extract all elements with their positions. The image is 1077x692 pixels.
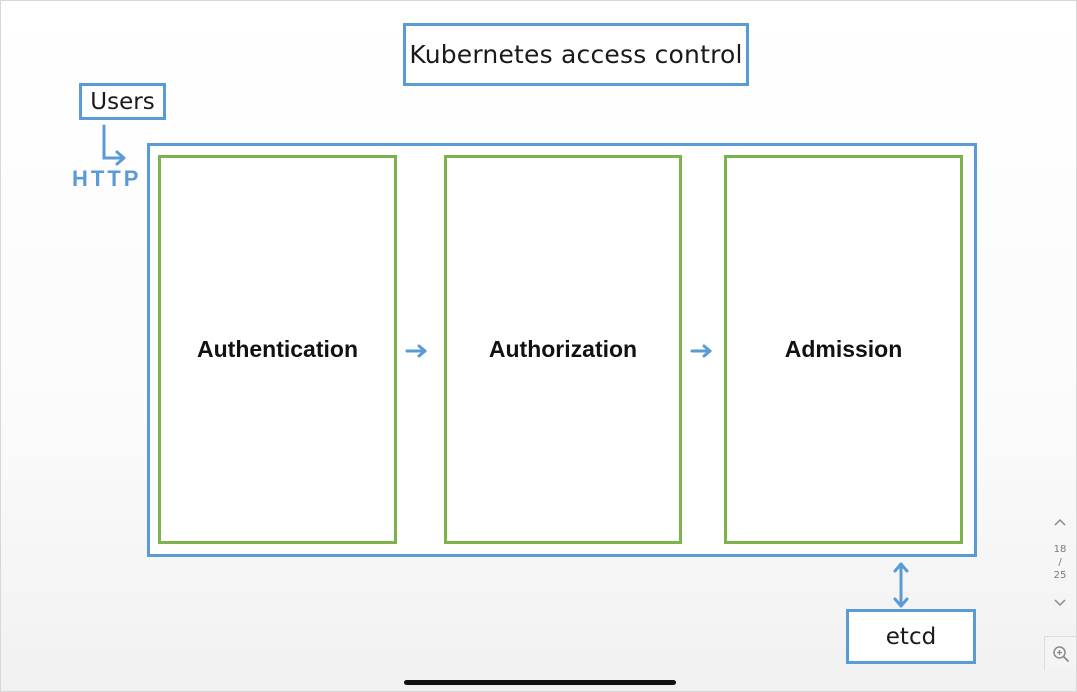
page-separator: / (1058, 557, 1062, 568)
slide-title: Kubernetes access control (409, 40, 743, 69)
stage-admission: Admission (724, 155, 963, 544)
stage-label-admission: Admission (784, 336, 903, 362)
etcd-label: etcd (885, 623, 937, 650)
stage-authentication: Authentication (158, 155, 397, 544)
users-box: Users (79, 83, 166, 120)
users-label: Users (90, 88, 155, 115)
arrow-right-icon (690, 344, 712, 358)
chevron-up-icon[interactable] (1054, 518, 1066, 526)
stage-authorization: Authorization (444, 155, 682, 544)
arrow-right-icon (405, 344, 427, 358)
zoom-in-button[interactable] (1044, 636, 1076, 670)
stage-label-authentication: Authentication (197, 336, 358, 362)
slide-title-box: Kubernetes access control (403, 23, 749, 86)
stage-label-authorization: Authorization (488, 336, 638, 362)
current-page-number: 18 (1053, 544, 1067, 555)
http-label: HTTP (72, 166, 142, 191)
etcd-box: etcd (846, 609, 976, 664)
bidirectional-arrow-icon (893, 562, 909, 608)
zoom-in-icon (1052, 645, 1069, 662)
page-navigator: 18 / 25 (1045, 512, 1075, 612)
users-to-http-arrow-icon (102, 124, 126, 166)
home-indicator (404, 680, 676, 685)
total-pages-number: 25 (1053, 570, 1067, 581)
chevron-down-icon[interactable] (1054, 599, 1066, 607)
